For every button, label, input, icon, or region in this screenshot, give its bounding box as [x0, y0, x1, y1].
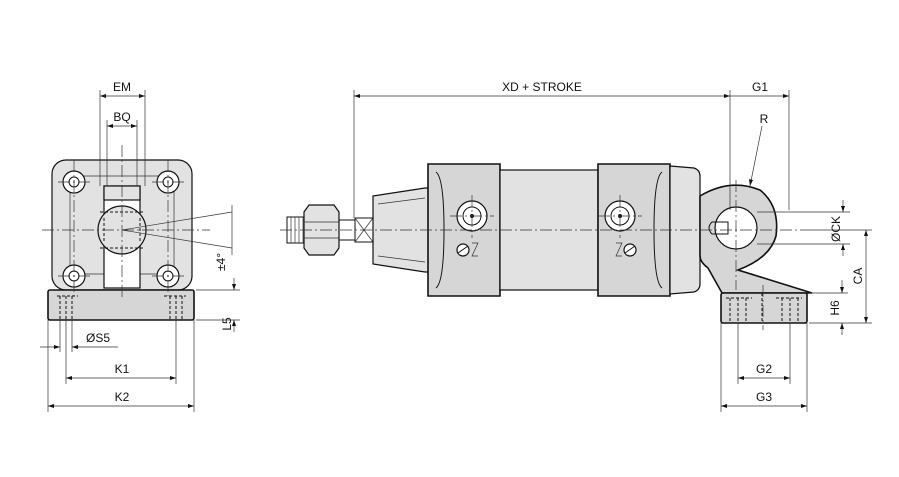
- side-view: XD + STROKE G1 R ØCK CA H6: [280, 80, 872, 412]
- rear-foot: [720, 292, 808, 324]
- dim-k2: K2: [115, 390, 130, 404]
- dim-r: R: [760, 112, 769, 126]
- dim-h6: H6: [828, 300, 842, 316]
- clevis-eye: [699, 184, 813, 294]
- dim-s5: ØS5: [86, 331, 110, 345]
- dim-ca: CA: [851, 268, 865, 285]
- dim-em: EM: [113, 80, 131, 94]
- dim-xd-stroke: XD + STROKE: [502, 80, 582, 94]
- dim-g2: G2: [756, 362, 772, 376]
- dim-ck: ØCK: [829, 216, 843, 242]
- dim-angle: ±4°: [214, 253, 228, 271]
- dim-l5: L5: [220, 317, 234, 331]
- rear-foot-holes: [726, 293, 802, 323]
- end-view-foot-holes: [57, 295, 186, 320]
- rear-head: [597, 163, 671, 297]
- end-view-foot: [47, 289, 195, 321]
- dim-k1: K1: [115, 362, 130, 376]
- dim-bq: BQ: [113, 110, 130, 124]
- dim-g1: G1: [752, 80, 768, 94]
- end-view: EM BQ ±4° L5 ØS5 K1: [40, 80, 240, 412]
- dim-g3: G3: [756, 390, 772, 404]
